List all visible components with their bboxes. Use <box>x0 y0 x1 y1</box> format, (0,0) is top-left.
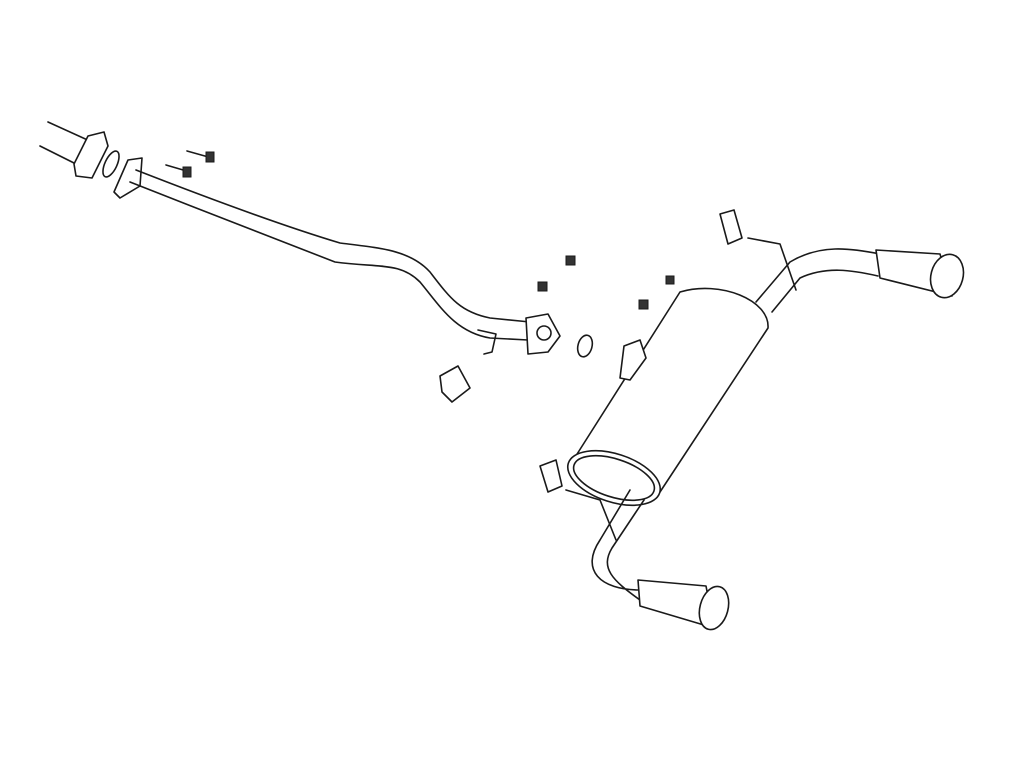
muffler <box>566 287 769 507</box>
front-pipe-stub <box>39 121 120 179</box>
bolts <box>165 150 675 310</box>
tailpipe-tip-right <box>747 237 965 313</box>
tailpipe-tip-left <box>565 489 730 631</box>
mid-pipe <box>113 157 594 358</box>
rubber-hangers <box>439 209 743 493</box>
